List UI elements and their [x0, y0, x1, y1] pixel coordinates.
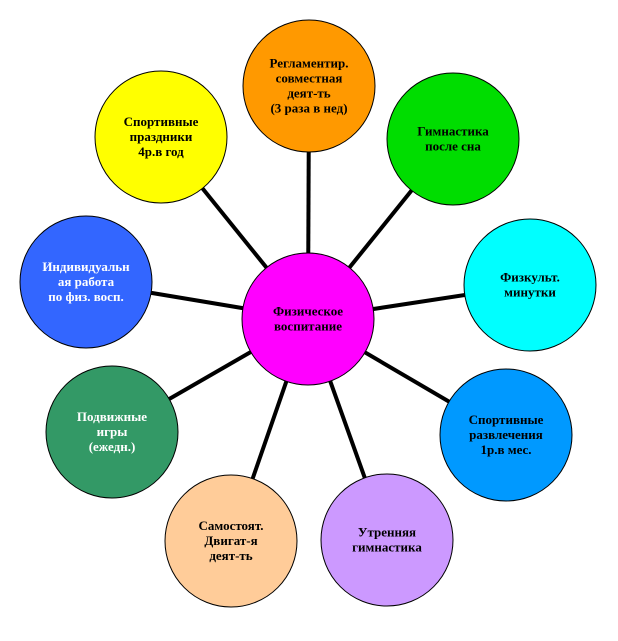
node-regulated-joint-activity-label-line: (3 раза в нед) [270, 101, 347, 116]
node-individual-work-label-line: по физ. восп. [48, 289, 123, 304]
node-outdoor-games-label-line: игры [97, 424, 128, 439]
node-fitness-minutes: Физкульт.минутки [463, 218, 597, 352]
center-label-line: Физическое [273, 304, 343, 319]
node-outdoor-games-label-line: (ежедн.) [89, 439, 136, 454]
center-label-line: воспитание [274, 319, 342, 334]
node-morning-gymnastics-circle [320, 473, 454, 607]
node-sports-entertainment-circle [439, 368, 573, 502]
node-fitness-minutes-circle [463, 218, 597, 352]
node-independent-motor-activity-circle [164, 474, 298, 608]
node-gymnastics-after-sleep-label-line: после сна [425, 139, 481, 154]
node-fitness-minutes-label-line: Физкульт. [500, 270, 560, 285]
node-sports-holidays-label-line: Спортивные [124, 114, 199, 129]
node-independent-motor-activity-label-line: Самостоят. [199, 518, 264, 533]
node-morning-gymnastics-label-line: гимнастика [352, 540, 422, 555]
node-individual-work-label-line: ая работа [58, 274, 115, 289]
node-independent-motor-activity-label-line: деят-ть [209, 548, 252, 563]
node-independent-motor-activity-label-line: Двигат-я [204, 533, 257, 548]
node-sports-holidays-circle [94, 70, 228, 204]
node-sports-holidays-label-line: праздники [130, 129, 193, 144]
node-sports-entertainment-label-line: Спортивные [469, 412, 544, 427]
node-sports-entertainment-label-line: 1р.в мес. [480, 442, 531, 457]
center-circle [241, 252, 375, 386]
node-individual-work-label-line: Индивидуальн [42, 259, 130, 274]
node-fitness-minutes-label-line: минутки [504, 285, 556, 300]
node-sports-holidays-label-line: 4р.в год [138, 144, 184, 159]
node-morning-gymnastics-label-line: Утренняя [358, 525, 416, 540]
node-regulated-joint-activity-circle [242, 19, 376, 153]
node-gymnastics-after-sleep-circle [386, 72, 520, 206]
node-sports-entertainment-label-line: развлечения [469, 427, 543, 442]
node-regulated-joint-activity-label-line: совместная [276, 71, 343, 86]
node-individual-work-circle [19, 215, 153, 349]
node-gymnastics-after-sleep-label-line: Гимнастика [417, 124, 489, 139]
node-outdoor-games-label-line: Подвижные [77, 409, 147, 424]
node-regulated-joint-activity-label-line: Регламентир. [269, 56, 348, 71]
node-regulated-joint-activity-label-line: деят-ть [287, 86, 330, 101]
node-outdoor-games-circle [45, 365, 179, 499]
